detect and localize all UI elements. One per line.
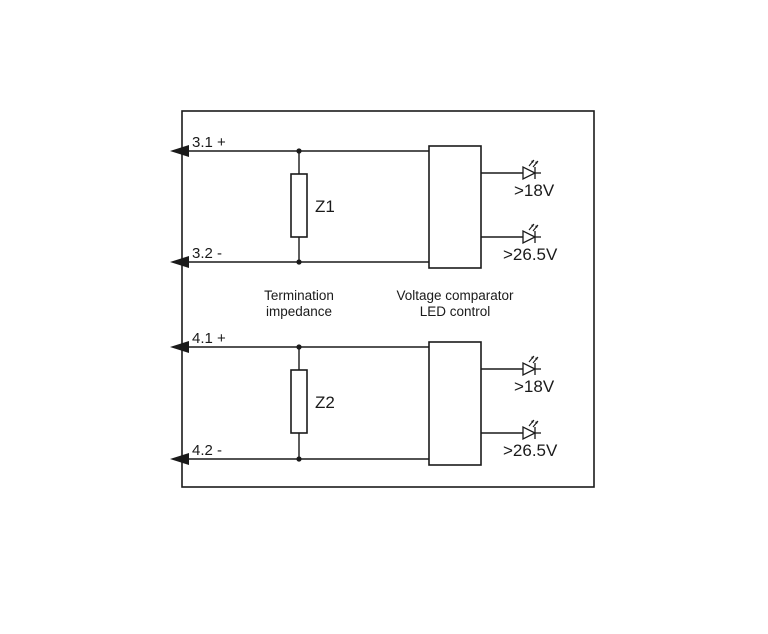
terminal-label-3-2: 3.2 - [192,245,222,262]
caption-comparator-line1: Voltage comparator [396,288,514,303]
channel-2: 4.1 + 4.2 - Z2 >18V >26.5V [170,330,558,466]
junction-dot [296,259,302,265]
terminal-label-4-1: 4.1 + [192,330,226,347]
channel-1: 3.1 + 3.2 - Z1 [170,134,558,269]
impedance-label-z1: Z1 [315,197,335,216]
led-label-ch2-high: >26.5V [503,441,558,460]
junction-dot [296,344,302,350]
caption-termination-line1: Termination [264,288,334,303]
led-icon [522,159,541,181]
resistor-icon [290,173,308,238]
junction-dot [296,148,302,154]
terminal-label-4-2: 4.2 - [192,442,222,459]
led-label-ch1-high: >26.5V [503,245,558,264]
comparator-block-1 [428,145,482,269]
terminal-label-3-1: 3.1 + [192,134,226,151]
terminal-arrow-icon [170,145,189,157]
led-label-ch2-low: >18V [514,377,555,396]
led-icon [522,355,541,377]
impedance-label-z2: Z2 [315,393,335,412]
junction-dot [296,456,302,462]
terminal-arrow-icon [170,256,189,268]
caption-termination-line2: impedance [266,304,332,319]
led-icon [522,223,541,245]
module-frame [181,110,595,488]
terminal-arrow-icon [170,453,189,465]
comparator-block-2 [428,341,482,466]
led-icon [522,419,541,441]
led-label-ch1-low: >18V [514,181,555,200]
terminal-arrow-icon [170,341,189,353]
resistor-icon [290,369,308,434]
caption-comparator-line2: LED control [420,304,491,319]
